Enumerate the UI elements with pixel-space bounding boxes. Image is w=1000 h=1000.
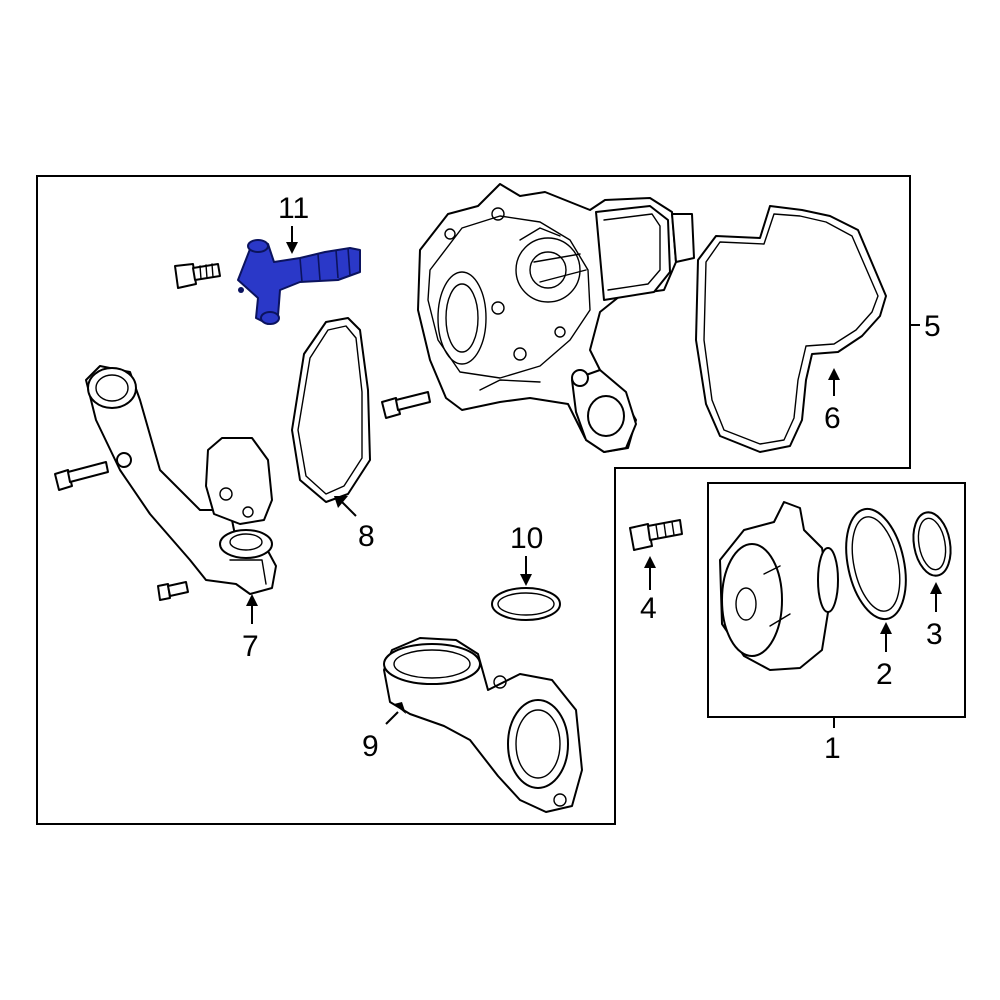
water-pump-frame [707,482,966,718]
bolt-upper-left [174,263,221,289]
gasket-8 [291,317,371,503]
o-ring-10 [491,587,561,621]
callout-10: 10 [510,522,543,555]
bolt-4 [629,519,683,551]
callout-5: 5 [924,310,941,343]
gasket-6 [695,205,887,453]
part-11-highlighted[interactable] [237,239,361,325]
o-ring-3 [912,511,952,577]
callout-2: 2 [876,658,893,691]
water-pump-assembly [719,501,839,671]
callout-3: 3 [926,618,943,651]
seal-2 [845,507,907,621]
callout-1: 1 [824,732,841,765]
main-frame [36,175,911,825]
bolt-middle [381,391,431,419]
bolt-long-left [54,461,109,491]
callout-9: 9 [362,730,379,763]
inlet-housing-7 [85,365,277,595]
bolt-short-lower-left [157,581,189,601]
callout-11: 11 [278,192,309,225]
callout-7: 7 [242,630,259,663]
outlet-pipe-9 [383,637,583,813]
leader-lines [246,226,942,728]
pump-housing [417,183,695,453]
callout-8: 8 [358,520,375,553]
callout-4: 4 [640,592,657,625]
callout-6: 6 [824,402,841,435]
